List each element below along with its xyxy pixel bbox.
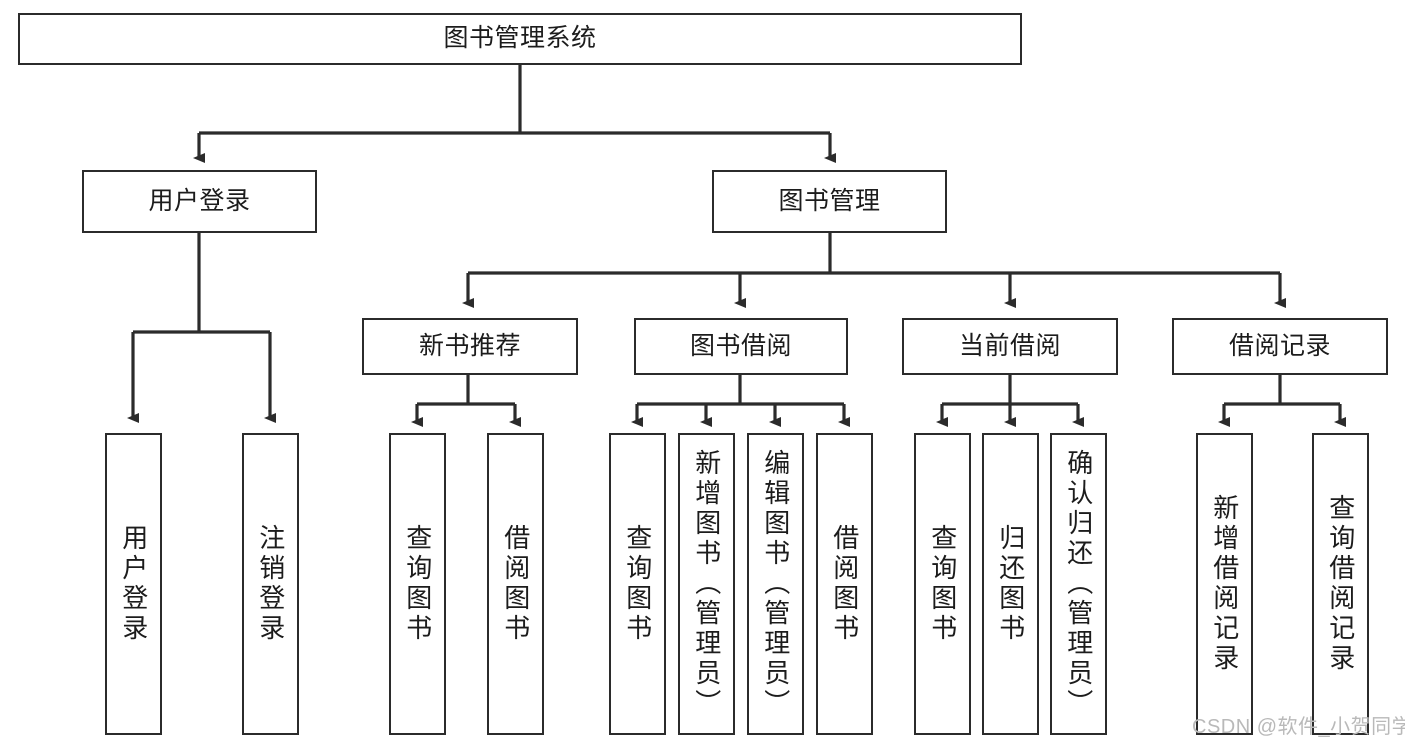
node-book-borrow[interactable]: 图书借阅	[634, 318, 848, 375]
leaf-borrow-query-books[interactable]: 查询图书	[609, 433, 666, 735]
leaf-borrow-borrow-books-label: 借阅图书	[829, 524, 860, 644]
node-borrow-record[interactable]: 借阅记录	[1172, 318, 1388, 375]
leaf-current-confirm-return-admin[interactable]: 确认归还（管理员）	[1050, 433, 1107, 735]
leaf-borrow-query-books-label: 查询图书	[622, 524, 653, 644]
node-current-borrow-label: 当前借阅	[958, 331, 1061, 360]
leaf-current-query-books-label: 查询图书	[927, 524, 958, 644]
node-book-management[interactable]: 图书管理	[712, 170, 947, 233]
leaf-recommend-borrow-books-label: 借阅图书	[500, 524, 531, 644]
leaf-record-query-record[interactable]: 查询借阅记录	[1312, 433, 1369, 735]
leaf-record-add-record[interactable]: 新增借阅记录	[1196, 433, 1253, 735]
node-root[interactable]: 图书管理系统	[18, 13, 1022, 65]
node-book-management-label: 图书管理	[778, 186, 881, 215]
leaf-current-return-books-label: 归还图书	[995, 524, 1026, 644]
leaf-borrow-edit-book-admin[interactable]: 编辑图书（管理员）	[747, 433, 804, 735]
node-new-book-recommend[interactable]: 新书推荐	[362, 318, 578, 375]
leaf-recommend-borrow-books[interactable]: 借阅图书	[487, 433, 544, 735]
leaf-borrow-add-book-admin-label: 新增图书（管理员）	[691, 449, 722, 719]
leaf-current-query-books[interactable]: 查询图书	[914, 433, 971, 735]
node-user-login[interactable]: 用户登录	[82, 170, 317, 233]
leaf-recommend-query-books-label: 查询图书	[402, 524, 433, 644]
leaf-logout[interactable]: 注销登录	[242, 433, 299, 735]
leaf-borrow-add-book-admin[interactable]: 新增图书（管理员）	[678, 433, 735, 735]
leaf-current-return-books[interactable]: 归还图书	[982, 433, 1039, 735]
leaf-borrow-edit-book-admin-label: 编辑图书（管理员）	[760, 449, 791, 719]
node-user-login-label: 用户登录	[148, 186, 251, 215]
node-borrow-record-label: 借阅记录	[1228, 331, 1331, 360]
node-book-borrow-label: 图书借阅	[689, 331, 792, 360]
node-root-label: 图书管理系统	[443, 24, 597, 53]
node-new-book-recommend-label: 新书推荐	[418, 331, 521, 360]
leaf-record-query-record-label: 查询借阅记录	[1325, 494, 1356, 674]
leaf-current-confirm-return-admin-label: 确认归还（管理员）	[1063, 449, 1094, 719]
leaf-record-add-record-label: 新增借阅记录	[1209, 494, 1240, 674]
leaf-user-login-label: 用户登录	[118, 524, 149, 644]
leaf-user-login[interactable]: 用户登录	[105, 433, 162, 735]
leaf-borrow-borrow-books[interactable]: 借阅图书	[816, 433, 873, 735]
leaf-logout-label: 注销登录	[255, 524, 286, 644]
leaf-recommend-query-books[interactable]: 查询图书	[389, 433, 446, 735]
watermark: CSDN @软件_小贺同学	[1192, 716, 1405, 738]
node-current-borrow[interactable]: 当前借阅	[902, 318, 1118, 375]
